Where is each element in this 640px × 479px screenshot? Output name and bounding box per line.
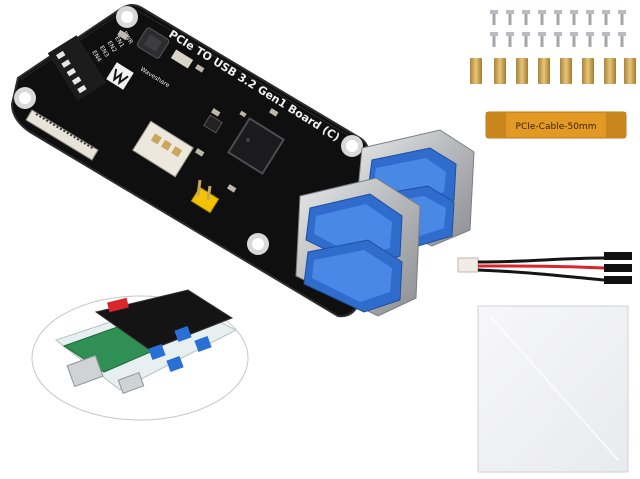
screws-set <box>490 10 626 47</box>
mounting-hole <box>116 6 138 28</box>
fan-header-connector <box>132 120 194 178</box>
acrylic-sheet <box>477 305 629 473</box>
mounting-hole <box>14 87 36 109</box>
pcie-usb-board: EN4 EN3 EN2 EN1 PWR Waveshare PCIe TO US… <box>10 4 475 318</box>
flex-cable-label: PCIe-Cable-50mm <box>516 122 597 132</box>
usb-controller-chip <box>227 117 285 175</box>
jumper-header <box>190 179 220 214</box>
inductor <box>136 27 170 59</box>
screw-row-top <box>490 10 626 25</box>
small-chip <box>203 114 223 134</box>
smd-components <box>117 29 279 193</box>
mounting-hole <box>247 233 269 255</box>
mounting-hole <box>341 135 363 157</box>
led-indicator-block <box>47 35 107 101</box>
brass-standoffs <box>470 58 636 84</box>
pcie-flex-cable: PCIe-Cable-50mm <box>485 111 627 139</box>
usb3-port-stack-front <box>295 177 421 317</box>
fan-cable <box>457 252 632 284</box>
capacitor <box>170 49 194 69</box>
assembled-example-inset <box>31 289 249 421</box>
screw-row-bottom <box>490 32 626 47</box>
pcie-fpc-connector <box>25 109 99 161</box>
waveshare-logo-icon <box>106 62 134 90</box>
